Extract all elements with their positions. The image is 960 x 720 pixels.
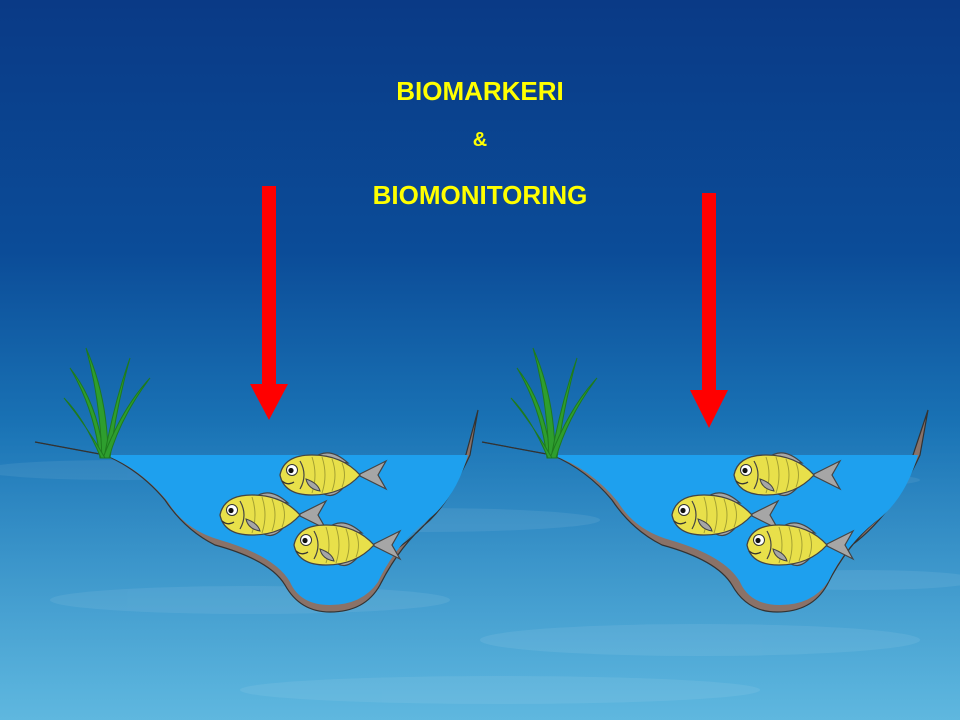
title-biomonitoring: BIOMONITORING xyxy=(372,180,588,210)
title-ampersand: & xyxy=(472,129,488,151)
right-arrow-down-icon xyxy=(690,193,728,428)
right-pond-illustration xyxy=(481,347,929,613)
left-arrow-down-icon xyxy=(250,186,288,420)
title-biomarkeri: BIOMARKERI xyxy=(396,76,564,106)
left-pond-illustration xyxy=(34,347,479,613)
